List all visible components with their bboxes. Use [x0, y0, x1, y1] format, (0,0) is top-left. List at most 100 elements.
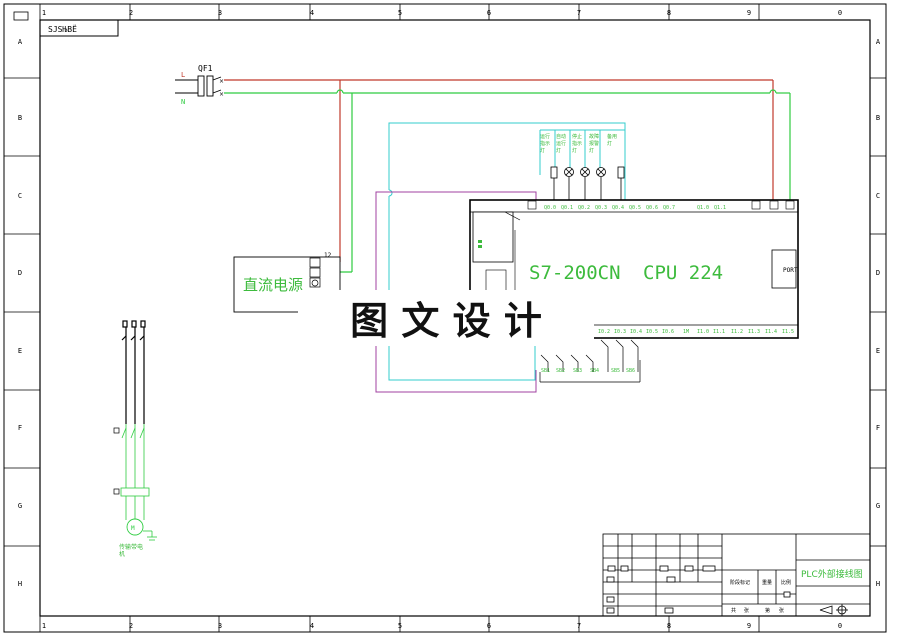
- row-labels-right: A B C D E F G H: [876, 38, 881, 588]
- inner-frame: [39, 19, 871, 617]
- terminal-12-label: 12: [324, 252, 332, 259]
- col-label: 7: [577, 9, 581, 17]
- row-label: E: [18, 347, 22, 355]
- switch-label: SB1: [541, 368, 550, 374]
- switch-label: SB4: [590, 368, 599, 374]
- col-label: 1: [42, 622, 46, 630]
- col-label: 8: [667, 9, 671, 17]
- switch-label: SB5: [611, 368, 620, 374]
- col-label: 8: [667, 622, 671, 630]
- motor-label: 传输带电机: [119, 543, 143, 558]
- input-terminal: I0.6: [662, 329, 674, 335]
- lamp-labels: 运行指示灯 自动运行灯 停止指示灯 故障报警灯 备用灯: [540, 133, 617, 154]
- plc-cpu-label: CPU 224: [643, 262, 723, 284]
- row-label: F: [876, 424, 880, 432]
- input-terminal: I0.2: [598, 329, 610, 335]
- col-label: 2: [129, 9, 133, 17]
- svg-text:M: M: [131, 525, 135, 532]
- input-terminal: I0.5: [646, 329, 658, 335]
- row-label: C: [876, 192, 880, 200]
- output-terminal: Q0.5: [629, 205, 641, 211]
- line-L-label: L: [181, 71, 185, 79]
- col-label: 0: [838, 9, 842, 17]
- switch-label: SB2: [556, 368, 565, 374]
- col-label: 6: [487, 9, 491, 17]
- sheet-info: 共: [731, 607, 736, 614]
- row-label: B: [18, 114, 22, 122]
- corner-label: ЅЈЅЊВЁ: [48, 24, 77, 34]
- line-N-label: N: [181, 98, 185, 106]
- column-labels-top: 1 2 3 4 5 6 7 8 9 0: [42, 9, 842, 17]
- input-terminal: I1.5: [782, 329, 794, 335]
- motor-circuit: [121, 320, 146, 424]
- column-zone-ticks: [39, 4, 760, 632]
- title-header: 比例: [781, 579, 791, 586]
- col-label: 5: [398, 622, 402, 630]
- switch-labels: SB1 SB2 SB3 SB4 SB5 SB6: [541, 368, 635, 374]
- col-label: 2: [129, 622, 133, 630]
- input-terminal: I1.0: [697, 329, 709, 335]
- input-terminal: I1.2: [731, 329, 743, 335]
- row-label: H: [876, 580, 880, 588]
- output-lamps: [550, 166, 625, 200]
- input-terminal: I1.1: [713, 329, 725, 335]
- output-terminal: Q0.2: [578, 205, 590, 211]
- col-label: 0: [838, 622, 842, 630]
- col-label: 6: [487, 622, 491, 630]
- input-terminal: I1.4: [765, 329, 777, 335]
- motor-contactor: [121, 424, 145, 520]
- sheet-info: 张: [744, 607, 749, 614]
- svg-text:×: ×: [219, 78, 224, 85]
- breaker-qf1: × ×: [175, 75, 224, 98]
- lamp-label: 故障报警灯: [589, 133, 599, 154]
- input-switches: [539, 339, 641, 383]
- col-label: 7: [577, 622, 581, 630]
- title-block-headers: 阶段标记 重量 比例 共 张 第 张: [730, 579, 791, 614]
- output-terminal: Q0.7: [663, 205, 675, 211]
- power-supply-label: 直流电源: [243, 276, 303, 294]
- input-terminal: I0.3: [614, 329, 626, 335]
- watermark-text: 图 文 设 计: [350, 298, 542, 343]
- title-header: 重量: [762, 579, 772, 586]
- row-label: D: [876, 269, 880, 277]
- output-terminal: Q0.0: [544, 205, 556, 211]
- title-block: [602, 533, 871, 617]
- plc-port-label: PORT: [783, 267, 798, 274]
- lamp-label: 自动运行灯: [556, 133, 566, 154]
- col-label: 3: [218, 9, 222, 17]
- output-terminal: Q0.6: [646, 205, 658, 211]
- row-zone-ticks: [4, 77, 886, 547]
- row-label: G: [18, 502, 22, 510]
- row-label: E: [876, 347, 880, 355]
- row-label: D: [18, 269, 22, 277]
- output-terminal-strip: Q0.0 Q0.1 Q0.2 Q0.3 Q0.4 Q0.5 Q0.6 Q0.7 …: [527, 200, 795, 211]
- motor-symbol: [126, 518, 144, 536]
- lamp-label: 运行指示灯: [540, 133, 550, 154]
- plc-model-label: S7-200CN: [529, 262, 621, 284]
- watermark-backdrop: [298, 290, 594, 346]
- input-terminal-strip: I0.2 I0.3 I0.4 I0.5 I0.6 1M I1.0 I1.1 I1…: [598, 329, 794, 335]
- row-labels-left: A B C D E F G H: [18, 38, 23, 588]
- switch-label: SB6: [626, 368, 635, 374]
- projection-symbol-icon: [819, 604, 848, 616]
- row-label: G: [876, 502, 880, 510]
- output-terminal: Q1.0: [697, 205, 709, 211]
- output-terminal: Q0.1: [561, 205, 573, 211]
- output-terminal: Q1.1: [714, 205, 726, 211]
- outer-frame: [3, 3, 887, 633]
- sheet-info: 张: [779, 607, 784, 614]
- output-terminal: Q0.3: [595, 205, 607, 211]
- col-label: 4: [310, 9, 314, 17]
- ground-icon: [143, 530, 157, 541]
- row-label: A: [18, 38, 23, 46]
- thermal-relay: [120, 487, 150, 497]
- row-label: B: [876, 114, 880, 122]
- col-label: 9: [747, 9, 751, 17]
- title-header: 阶段标记: [730, 579, 750, 586]
- power-terminals: [309, 257, 321, 288]
- col-label: 4: [310, 622, 314, 630]
- input-terminal: I0.4: [630, 329, 642, 335]
- row-label: H: [18, 580, 22, 588]
- breaker-label: QF1: [198, 64, 213, 73]
